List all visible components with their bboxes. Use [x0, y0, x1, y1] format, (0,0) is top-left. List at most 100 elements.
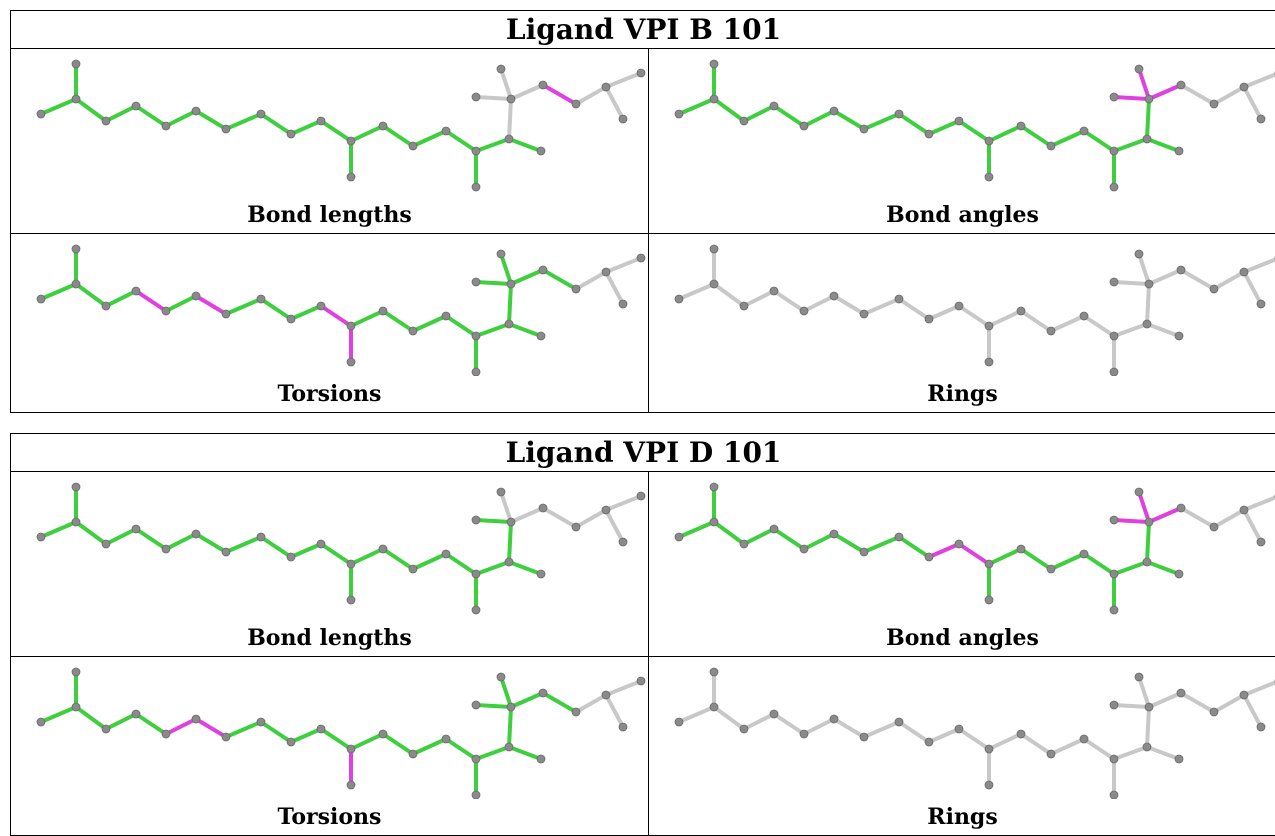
- atom: [162, 545, 170, 553]
- atom: [985, 596, 993, 604]
- atom: [860, 310, 868, 318]
- bond: [714, 99, 744, 121]
- bond: [476, 97, 511, 99]
- bond: [1147, 99, 1149, 139]
- bond: [1021, 126, 1051, 146]
- atom: [740, 302, 748, 310]
- bond: [834, 719, 864, 737]
- atom: [472, 791, 480, 799]
- bond: [446, 739, 476, 759]
- atom: [537, 570, 545, 578]
- bond: [226, 299, 261, 314]
- molecule-diagram: [649, 657, 1275, 799]
- atom: [1210, 100, 1218, 108]
- atom: [860, 125, 868, 133]
- bond: [1114, 324, 1147, 336]
- bond: [321, 544, 351, 564]
- atom: [675, 718, 683, 726]
- bond: [1147, 324, 1179, 336]
- bond: [989, 549, 1021, 564]
- bond: [1051, 131, 1084, 146]
- bond: [166, 719, 196, 734]
- bond: [834, 534, 864, 552]
- bond: [1114, 705, 1149, 707]
- atom: [287, 315, 295, 323]
- atom: [347, 560, 355, 568]
- bond: [929, 544, 959, 557]
- bond: [1149, 270, 1181, 284]
- atom: [619, 115, 627, 123]
- panel-caption: Rings: [649, 799, 1275, 835]
- atom: [1110, 755, 1118, 763]
- atom: [409, 565, 417, 573]
- atom: [132, 525, 140, 533]
- atom: [257, 110, 265, 118]
- bond: [1147, 139, 1179, 151]
- bond: [606, 510, 623, 542]
- bond: [226, 537, 261, 552]
- atom: [830, 715, 838, 723]
- atom: [770, 525, 778, 533]
- atom: [72, 60, 80, 68]
- atom: [1175, 755, 1183, 763]
- atom: [317, 725, 325, 733]
- atom: [472, 755, 480, 763]
- bond: [1051, 316, 1084, 331]
- atom: [572, 708, 580, 716]
- atom: [955, 540, 963, 548]
- atom: [1080, 127, 1088, 135]
- bond: [136, 106, 166, 126]
- atom: [507, 95, 515, 103]
- atom: [192, 715, 200, 723]
- bond: [543, 85, 576, 104]
- atom: [740, 725, 748, 733]
- atom: [1145, 95, 1153, 103]
- atom: [925, 130, 933, 138]
- bond: [899, 299, 929, 319]
- atom: [830, 292, 838, 300]
- atom: [1175, 332, 1183, 340]
- bond: [136, 714, 166, 734]
- atom: [497, 65, 505, 73]
- bond: [899, 114, 929, 134]
- atom: [770, 102, 778, 110]
- bond: [166, 296, 196, 311]
- bond: [413, 131, 446, 146]
- bond: [509, 324, 541, 336]
- panel-caption: Torsions: [11, 376, 648, 412]
- bond: [543, 270, 576, 289]
- bond: [679, 99, 714, 114]
- bond: [744, 106, 774, 121]
- bond: [543, 693, 576, 712]
- bond: [196, 296, 226, 314]
- atom: [1047, 565, 1055, 573]
- bond: [351, 549, 383, 564]
- atom: [572, 285, 580, 293]
- atom: [317, 540, 325, 548]
- bond: [1181, 270, 1214, 289]
- atom: [710, 245, 718, 253]
- bond: [899, 537, 929, 557]
- atom: [637, 69, 645, 77]
- atom: [860, 733, 868, 741]
- bond: [1084, 739, 1114, 759]
- bond: [1084, 131, 1114, 151]
- atom: [985, 560, 993, 568]
- bond: [1147, 707, 1149, 747]
- bond: [864, 299, 899, 314]
- bond: [606, 272, 623, 304]
- atom: [497, 488, 505, 496]
- bond: [1114, 562, 1147, 574]
- bond: [196, 534, 226, 552]
- atom: [347, 322, 355, 330]
- atom: [860, 548, 868, 556]
- atom: [1145, 518, 1153, 526]
- atom: [132, 102, 140, 110]
- molecule-diagram: [649, 234, 1275, 376]
- molecule-diagram: [11, 234, 648, 376]
- bond: [511, 508, 543, 522]
- atom: [985, 358, 993, 366]
- panel: Torsions: [11, 657, 649, 836]
- atom: [710, 280, 718, 288]
- bond: [383, 734, 413, 754]
